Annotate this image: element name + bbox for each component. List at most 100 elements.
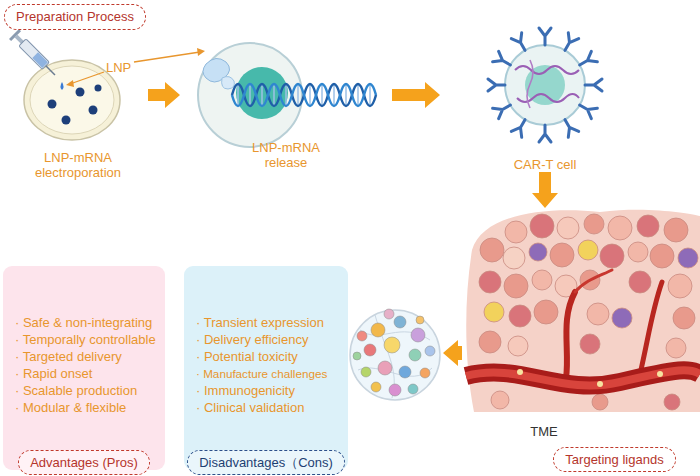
cell xyxy=(584,214,604,234)
release-cell xyxy=(198,43,376,147)
cell xyxy=(384,337,400,353)
receptor xyxy=(539,28,551,45)
list-item: · Immunogenicity xyxy=(196,382,340,399)
list-item: · Rapid onset xyxy=(15,365,157,382)
node-text: Disadvantages（Cons) xyxy=(199,455,333,471)
node-text: CAR-T cell xyxy=(514,157,577,172)
cell xyxy=(529,243,547,261)
block-arrow xyxy=(392,82,440,108)
cell xyxy=(664,394,680,410)
cell xyxy=(411,328,425,342)
cell xyxy=(580,334,600,354)
leader-head xyxy=(66,80,74,87)
dish-dot xyxy=(95,85,102,92)
list-item: · Potential toxicity xyxy=(196,348,340,365)
cell xyxy=(409,349,421,361)
cell xyxy=(666,338,686,358)
receptor-shape xyxy=(585,79,602,91)
tumour-sphere xyxy=(350,309,440,400)
leader-line xyxy=(70,72,104,84)
cell xyxy=(389,384,401,396)
receptor xyxy=(511,33,530,54)
cell xyxy=(530,214,554,238)
leader-line xyxy=(134,52,200,62)
receptor xyxy=(493,100,514,119)
dish-rim xyxy=(24,60,120,140)
receptor xyxy=(585,79,602,91)
blood-vessel-lumen xyxy=(466,370,700,385)
list-item: · Delivery efficiency xyxy=(196,331,340,348)
dish-base xyxy=(30,66,114,134)
cell xyxy=(371,382,381,392)
cell xyxy=(650,244,674,268)
vessel-branch xyxy=(575,270,612,292)
syringe-needle xyxy=(46,66,55,75)
dish-dot xyxy=(76,88,85,97)
block-arrow xyxy=(443,340,462,366)
tumour-mass xyxy=(466,210,700,412)
node-text: Targeting ligands xyxy=(565,452,663,468)
panel-heading: Disadvantages（Cons) xyxy=(187,450,345,475)
list-item: · Scalable production xyxy=(15,382,157,399)
cell xyxy=(394,316,406,328)
cell xyxy=(491,391,509,409)
mrna-strand xyxy=(527,60,533,108)
rung xyxy=(249,85,251,105)
rung xyxy=(357,85,359,105)
receptor-shape xyxy=(493,100,514,119)
cell xyxy=(534,300,558,324)
list-item: · Safe & non-integrating xyxy=(15,314,157,331)
cell xyxy=(628,242,648,262)
dish-dot xyxy=(62,116,71,125)
receptor-shape xyxy=(577,51,598,70)
receptor xyxy=(488,79,505,91)
rung xyxy=(237,85,239,105)
receptor-shape xyxy=(560,33,579,54)
sphere-cells xyxy=(353,309,435,396)
stage-node: LNP-mRNA release xyxy=(180,36,392,170)
receptor-shape xyxy=(560,117,579,138)
receptor xyxy=(539,125,551,142)
cell xyxy=(408,384,418,394)
node-text: Preparation Process xyxy=(16,9,134,25)
list-item: · Modular & flexible xyxy=(15,399,157,416)
list-item: · Clinical validation xyxy=(196,399,340,416)
dish-dot xyxy=(89,106,98,115)
blood-cell xyxy=(597,381,603,387)
stage-node: CAR-T cell xyxy=(440,25,650,172)
list-item: · Manufacture challenges xyxy=(196,365,340,382)
node-text: TME xyxy=(530,424,557,440)
receptor xyxy=(493,51,514,70)
receptor-shape xyxy=(488,79,505,91)
receptor xyxy=(511,117,530,138)
cell-membrane xyxy=(505,45,585,125)
fibre xyxy=(358,315,432,398)
rung xyxy=(345,85,347,105)
dna-strand xyxy=(232,84,376,106)
mrna-strand xyxy=(515,66,579,74)
node-text: LNP-mRNA release xyxy=(230,140,342,170)
cell xyxy=(673,307,695,329)
cell xyxy=(608,216,632,240)
receptor xyxy=(560,33,579,54)
car-t-cell xyxy=(488,28,602,142)
cell xyxy=(550,243,574,267)
car-receptors xyxy=(488,28,602,142)
rung xyxy=(297,85,299,105)
receptor-shape xyxy=(539,28,551,45)
rung xyxy=(273,85,275,105)
cell xyxy=(371,323,385,337)
cell xyxy=(505,221,527,243)
receptor-shape xyxy=(511,33,530,54)
vessel-branch xyxy=(640,282,662,374)
cell xyxy=(479,271,501,293)
cell xyxy=(600,244,624,268)
vessel-branch xyxy=(566,292,575,378)
cell xyxy=(532,270,552,290)
syringe-barrel xyxy=(19,39,49,69)
cell xyxy=(420,368,430,378)
dish-dot xyxy=(48,100,57,109)
cell xyxy=(416,316,424,324)
cell xyxy=(678,248,698,268)
